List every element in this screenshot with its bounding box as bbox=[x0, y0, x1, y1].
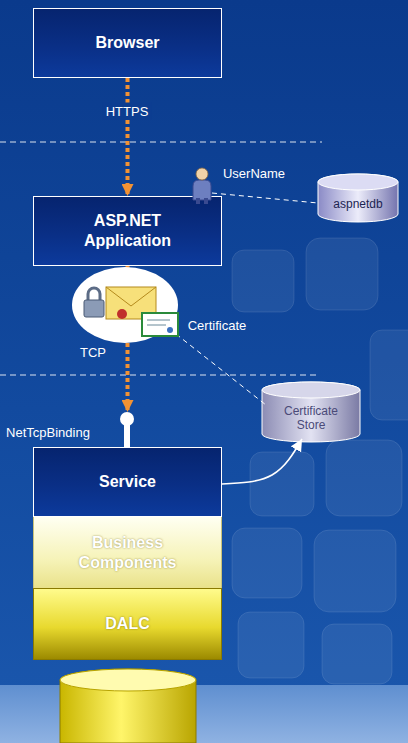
pattern-tile bbox=[326, 440, 402, 516]
database-top bbox=[60, 669, 196, 691]
envelope-body bbox=[106, 287, 156, 319]
process-box: Browser bbox=[33, 8, 222, 78]
lock-body bbox=[84, 300, 104, 317]
pattern-tile bbox=[322, 624, 392, 684]
node-text: DALC bbox=[105, 615, 149, 633]
endpoint-stem bbox=[124, 424, 130, 448]
pattern-tile bbox=[238, 612, 304, 678]
annotation-label: UserName bbox=[223, 166, 285, 181]
envelope-icon bbox=[106, 287, 156, 319]
node-text: ASP.NET Application bbox=[63, 211, 193, 251]
pattern-tile bbox=[232, 528, 302, 598]
process-box: ASP.NET Application bbox=[33, 196, 222, 266]
endpoint-lollipop bbox=[120, 412, 134, 448]
envelope-flap bbox=[106, 287, 156, 306]
pattern-tile bbox=[306, 238, 378, 310]
background-pattern bbox=[232, 238, 408, 684]
certificate-text-line bbox=[147, 325, 166, 326]
annotation-label: NetTcpBinding bbox=[6, 425, 90, 440]
annotation-label: Certificate bbox=[188, 318, 247, 333]
pattern-tile bbox=[370, 330, 408, 420]
cylinder-body bbox=[262, 382, 360, 442]
service-box: Service bbox=[33, 447, 222, 517]
endpoint-circle bbox=[120, 412, 134, 426]
node-text: Certificate Store bbox=[271, 392, 351, 432]
connector-arrow bbox=[126, 266, 130, 447]
certificate-icon bbox=[142, 313, 178, 336]
edge-label: TCP bbox=[77, 344, 109, 361]
node-text: Service bbox=[99, 472, 156, 492]
pattern-tile bbox=[250, 452, 314, 516]
leader-line bbox=[212, 193, 318, 203]
database-body bbox=[60, 669, 196, 743]
edge-label: HTTPS bbox=[103, 103, 152, 120]
layer-box: DALC bbox=[33, 588, 222, 660]
tier-boundary bbox=[0, 142, 322, 143]
store-cylinder: Certificate Store bbox=[262, 382, 360, 442]
bottom-band bbox=[0, 685, 408, 743]
lock-shackle bbox=[88, 288, 100, 301]
tier-boundary bbox=[0, 375, 318, 376]
certificate-sheet bbox=[142, 313, 178, 336]
cylinder-top bbox=[262, 382, 360, 398]
lock-icon bbox=[84, 288, 104, 317]
certificate-text-line bbox=[147, 320, 170, 321]
leader-line bbox=[176, 334, 266, 405]
certificate-seal bbox=[167, 327, 173, 333]
node-text: Browser bbox=[95, 33, 159, 53]
node-text: Business Components bbox=[63, 533, 193, 573]
pattern-tile bbox=[314, 530, 396, 612]
message-bubble bbox=[72, 267, 178, 343]
envelope-seal bbox=[117, 309, 127, 319]
layer-box: Business Components bbox=[33, 517, 222, 588]
pattern-tile bbox=[232, 250, 294, 312]
connector-arrow bbox=[126, 78, 130, 196]
database-cylinder bbox=[60, 669, 196, 743]
user-head bbox=[196, 168, 208, 180]
database-cylinder: aspnetdb bbox=[318, 174, 398, 222]
node-text: aspnetdb bbox=[333, 185, 382, 211]
cylinder-body bbox=[318, 174, 398, 222]
connector-arrow bbox=[222, 439, 302, 484]
cylinder-top bbox=[318, 174, 398, 190]
